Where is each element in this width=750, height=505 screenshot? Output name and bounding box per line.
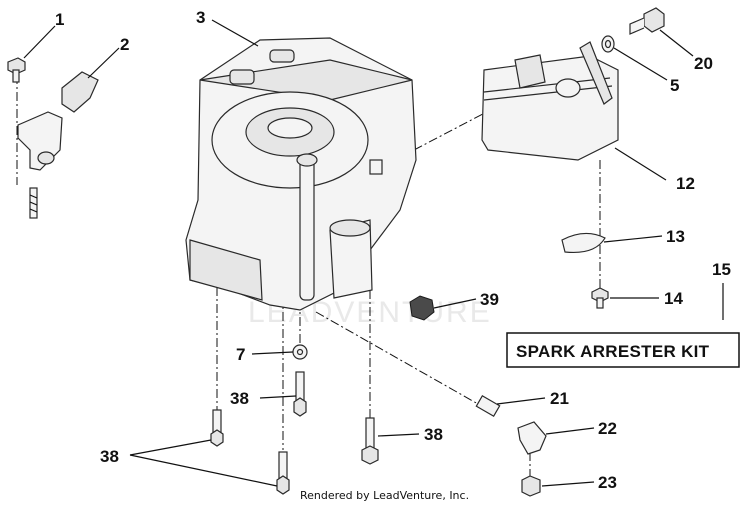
- callout-23: 23: [598, 473, 617, 492]
- callout-38-left: 38: [100, 447, 119, 466]
- callout-1: 1: [55, 10, 64, 29]
- callout-20: 20: [694, 54, 713, 73]
- callout-38-right: 38: [424, 425, 443, 444]
- spark-arrester-kit-box: SPARK ARRESTER KIT: [506, 332, 740, 368]
- part-13-spark-screen: [561, 232, 606, 254]
- callout-39: 39: [480, 290, 499, 309]
- callout-2: 2: [120, 35, 129, 54]
- part-12-muffler: [481, 41, 619, 161]
- render-credit: Rendered by LeadVenture, Inc.: [300, 489, 469, 502]
- callout-13: 13: [666, 227, 685, 246]
- callout-3: 3: [196, 8, 205, 27]
- callout-12: 12: [676, 174, 695, 193]
- callout-5: 5: [670, 76, 679, 95]
- leader-lines: [23, 19, 724, 487]
- callout-21: 21: [550, 389, 569, 408]
- callout-22: 22: [598, 419, 617, 438]
- callout-38-upper: 38: [230, 389, 249, 408]
- callout-7: 7: [236, 345, 245, 364]
- part-7-lock-washer: [292, 344, 308, 360]
- callout-14: 14: [664, 289, 683, 308]
- part-14-screw: [591, 287, 609, 309]
- part-20-bolt: [629, 7, 665, 35]
- part-21-22-23-fittings: [475, 394, 547, 497]
- part-38-bolts: [210, 371, 379, 495]
- callouts: 1 2 3 20 5 12 13 15 14 39 7 38 21 22 38 …: [55, 8, 731, 492]
- part-1-bolt: [7, 57, 26, 83]
- part-2-throttle-control: [17, 71, 99, 219]
- part-3-engine: [185, 37, 417, 311]
- part-5-washer: [601, 35, 615, 53]
- spark-arrester-kit-label: SPARK ARRESTER KIT: [516, 342, 710, 361]
- part-39-nut: [409, 295, 435, 321]
- callout-15: 15: [712, 260, 731, 279]
